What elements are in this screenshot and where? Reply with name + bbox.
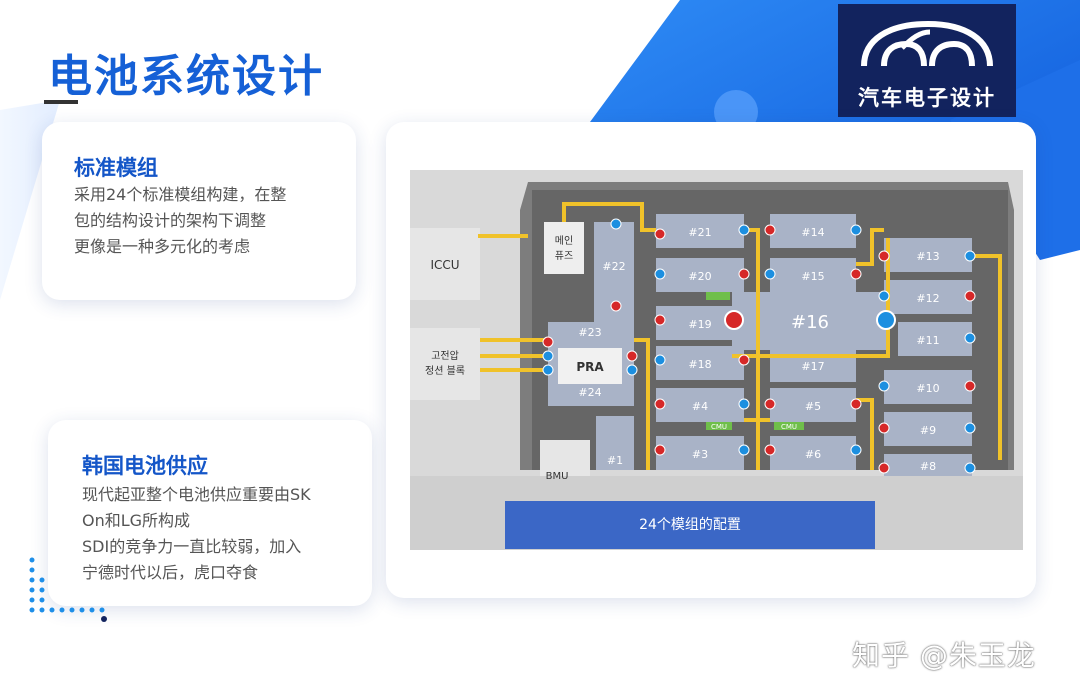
module-label: #11	[916, 334, 939, 347]
module-label: #22	[602, 260, 625, 273]
logo-text: 汽车电子设计	[858, 86, 996, 110]
dot-pattern-decoration	[29, 557, 107, 622]
module-label: #21	[688, 226, 711, 239]
module-1	[596, 416, 634, 470]
module-14	[770, 214, 856, 248]
module-label: #17	[801, 360, 824, 373]
module-21	[656, 214, 744, 248]
main-fuse-box	[544, 222, 584, 274]
cmu-label: CMU	[711, 423, 727, 431]
junction-label-2: 정션 블록	[425, 365, 465, 377]
module-13	[884, 238, 972, 272]
module-8	[884, 454, 972, 476]
module-20	[656, 258, 744, 292]
module-18	[656, 346, 744, 380]
title-underline	[44, 100, 78, 104]
car-logo-icon	[861, 20, 993, 67]
cmu-label: CMU	[781, 423, 797, 431]
iccu-label: ICCU	[430, 258, 459, 272]
module-label: #23	[578, 326, 601, 339]
module-label: #4	[692, 400, 708, 413]
module-5	[770, 388, 856, 422]
fuse-label-1: 메인	[555, 235, 573, 247]
page-title: 电池系统设计	[48, 51, 324, 102]
brand-logo: 汽车电子设计	[838, 4, 1016, 117]
module-12	[884, 280, 972, 314]
module-9	[884, 412, 972, 446]
card-korea-battery: 韩国电池供应 现代起亚整个电池供应重要由SK On和LG所构成 SDI的竞争力一…	[48, 420, 372, 606]
pra-label: PRA	[576, 360, 604, 374]
module-label: #13	[916, 250, 939, 263]
module-label: #14	[801, 226, 824, 239]
fuse-label-2: 퓨즈	[555, 251, 573, 262]
module-label: #20	[688, 270, 711, 283]
module-label: #1	[607, 454, 623, 467]
module-label: #19	[688, 318, 711, 331]
pra-box	[558, 348, 622, 384]
module-label: #12	[916, 292, 939, 305]
watermark: 知乎 @朱玉龙	[852, 639, 1036, 672]
module-grid: #21 #20 #19 #18 #4 #3 #14 #15 #17 #5 #6 …	[656, 214, 972, 476]
terminal-markers	[542, 218, 976, 474]
module-6	[770, 436, 856, 470]
module-label: #8	[920, 460, 936, 473]
module-label: #9	[920, 424, 936, 437]
module-10	[884, 370, 972, 404]
module-label: #6	[805, 448, 821, 461]
bmu-box	[540, 440, 590, 476]
busbars	[478, 202, 1002, 470]
module-label: #16	[791, 312, 829, 333]
card-body: 采用24个标准模组构建，在整 包的结构设计的架构下调整 更像是一种多元化的考虑	[74, 185, 287, 256]
module-4	[656, 388, 744, 422]
bmu-label: BMU	[546, 471, 569, 482]
module-15	[770, 258, 856, 292]
junction-box	[410, 328, 480, 400]
card-heading: 韩国电池供应	[82, 454, 208, 478]
module-label: #3	[692, 448, 708, 461]
diagram-caption: 24个模组的配置	[505, 501, 875, 549]
card-heading: 标准模组	[74, 156, 158, 180]
module-17	[770, 348, 856, 382]
module-3	[656, 436, 744, 470]
module-22	[594, 222, 634, 332]
module-label: #10	[916, 382, 939, 395]
module-11	[898, 322, 972, 356]
module-label: #18	[688, 358, 711, 371]
iccu-box	[410, 228, 480, 300]
module-label: #24	[578, 386, 601, 399]
module-label: #5	[805, 400, 821, 413]
cmu-labels: CMU CMU	[706, 292, 804, 431]
junction-label-1: 고전압	[431, 349, 459, 362]
card-standard-module: 标准模组 采用24个标准模组构建，在整 包的结构设计的架构下调整 更像是一种多元…	[42, 122, 356, 300]
battery-pack-diagram: ICCU 고전압 정션 블록 BMU 메인 퓨즈 #22 #23 #24 PRA…	[410, 170, 1023, 550]
card-body: 现代起亚整个电池供应重要由SK On和LG所构成 SDI的竞争力一直比较弱，加入…	[82, 485, 311, 582]
module-label: #15	[801, 270, 824, 283]
